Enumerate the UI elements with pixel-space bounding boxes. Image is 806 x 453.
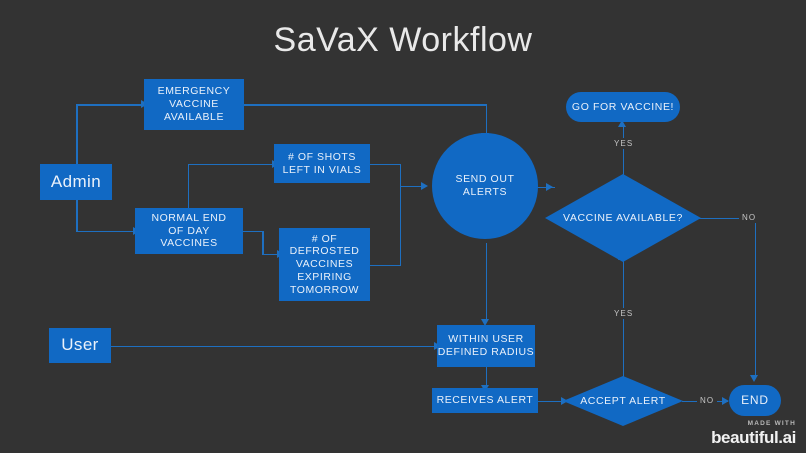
- node-send-out-alerts[interactable]: SEND OUT ALERTS: [432, 133, 538, 239]
- connector-normal-to-shots: [187, 163, 274, 166]
- node-label: # OF SHOTS LEFT IN VIALS: [282, 150, 362, 176]
- arrowhead-vaccine-no-to-end: [750, 375, 758, 382]
- node-user[interactable]: User: [49, 328, 111, 363]
- connector-admin-to-normal: [76, 230, 134, 233]
- node-vaccine-available-decision[interactable]: VACCINE AVAILABLE?: [545, 174, 701, 262]
- page-title: SaVaX Workflow: [273, 21, 533, 59]
- connector-admin-to-emergency: [76, 104, 142, 106]
- node-label: GO FOR VACCINE!: [571, 100, 675, 113]
- node-label: RECEIVES ALERT: [436, 394, 534, 407]
- connector-merge-rail: [399, 163, 402, 266]
- connector-alerts-to-radius: [485, 243, 488, 321]
- node-label: ACCEPT ALERT: [580, 394, 666, 407]
- node-label: # OF DEFROSTED VACCINES EXPIRING TOMORRO…: [289, 232, 360, 296]
- connector-radius-to-receives: [485, 367, 488, 388]
- connector-normal-out-right: [243, 230, 263, 233]
- arrowhead-alerts-to-vaccine-available: [546, 182, 553, 191]
- arrowhead-merge-to-alerts: [421, 181, 428, 190]
- connector-normal-to-defrosted: [262, 253, 278, 256]
- node-label: VACCINE AVAILABLE?: [563, 211, 683, 224]
- node-label: WITHIN USER DEFINED RADIUS: [437, 333, 535, 358]
- connector-receives-to-accept: [537, 400, 563, 403]
- edge-label-yes-vaccine: YES: [611, 138, 637, 149]
- connector-emergency-to-alerts: [243, 104, 487, 106]
- node-label: SEND OUT ALERTS: [455, 173, 515, 198]
- connector-user-to-radius: [110, 345, 437, 348]
- arrowhead-vaccine-yes: [618, 120, 626, 127]
- watermark-brand: beautiful.ai: [711, 428, 796, 447]
- node-label: User: [61, 335, 99, 355]
- node-go-for-vaccine[interactable]: GO FOR VACCINE!: [566, 92, 680, 122]
- node-label: END: [741, 393, 769, 408]
- node-shots-left-in-vials[interactable]: # OF SHOTS LEFT IN VIALS: [274, 144, 370, 183]
- connector-alerts-to-vaccine-available: [536, 186, 555, 189]
- edge-label-no-accept: NO: [697, 395, 718, 406]
- node-receives-alert[interactable]: RECEIVES ALERT: [432, 388, 538, 413]
- connector-shots-out: [370, 163, 401, 166]
- connector-normal-up: [187, 164, 190, 209]
- arrowhead-accept-no-to-end: [722, 396, 729, 405]
- connector-vaccine-yes: [622, 124, 625, 179]
- connector-defrosted-out: [370, 264, 401, 267]
- connector-vaccine-no-down: [754, 217, 757, 378]
- node-label: EMERGENCY VACCINE AVAILABLE: [157, 85, 231, 123]
- beautiful-ai-watermark: MADE WITH beautiful.ai: [711, 419, 796, 447]
- edge-label-yes-accept: YES: [611, 308, 637, 319]
- node-emergency-vaccine-available[interactable]: EMERGENCY VACCINE AVAILABLE: [144, 79, 244, 130]
- connector-emergency-down-to-alerts: [485, 104, 488, 135]
- node-accept-alert-decision[interactable]: ACCEPT ALERT: [563, 376, 683, 426]
- node-label: Admin: [50, 171, 102, 191]
- arrowhead-alerts-to-radius: [481, 319, 489, 326]
- node-admin[interactable]: Admin: [40, 164, 112, 200]
- node-end[interactable]: END: [729, 385, 781, 416]
- connector-vaccine-no: [690, 217, 756, 220]
- node-defrosted-vaccines-expiring[interactable]: # OF DEFROSTED VACCINES EXPIRING TOMORRO…: [279, 228, 370, 301]
- watermark-made-with: MADE WITH: [747, 420, 796, 427]
- connector-normal-down-to-defrosted: [262, 230, 264, 255]
- connector-merge-to-alerts: [399, 185, 423, 188]
- node-label: NORMAL END OF DAY VACCINES: [151, 211, 227, 250]
- node-normal-end-of-day-vaccines[interactable]: NORMAL END OF DAY VACCINES: [135, 208, 243, 254]
- edge-label-no-vaccine: NO: [739, 212, 760, 223]
- node-within-user-defined-radius[interactable]: WITHIN USER DEFINED RADIUS: [437, 325, 535, 367]
